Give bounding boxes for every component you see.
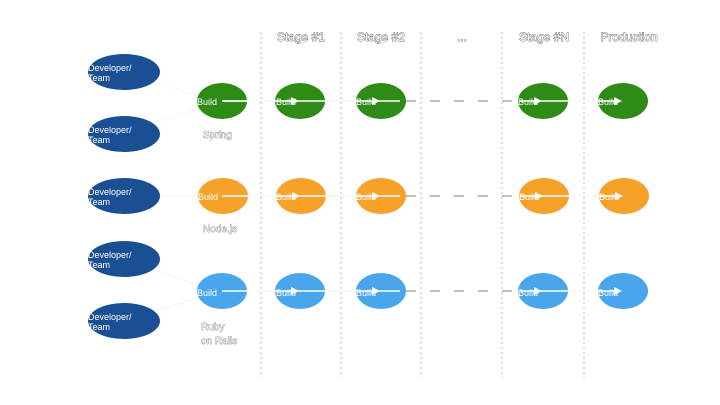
developer-label: Team — [88, 135, 110, 145]
build-label: Build — [356, 97, 376, 107]
build-label: Build — [518, 97, 538, 107]
build-label: Build — [197, 288, 217, 298]
gap-dashes — [406, 100, 520, 292]
build-label: Build — [598, 97, 618, 107]
developer-node — [88, 116, 160, 152]
build-label: Build — [356, 288, 376, 298]
developer-label: Team — [88, 322, 110, 332]
developer-node — [88, 241, 160, 277]
build-label: Build — [197, 97, 217, 107]
stage-header-ellipsis: ... — [457, 30, 467, 44]
tech-label-ruby: Ruby — [201, 322, 224, 333]
tech-label-nodejs: Node.js — [203, 224, 237, 235]
developer-node — [88, 54, 160, 90]
build-label: Build — [519, 192, 539, 202]
build-label: Build — [198, 192, 218, 202]
developer-label: Developer/ — [88, 187, 132, 197]
build-label: Build — [518, 288, 538, 298]
build-node — [598, 83, 648, 119]
developer-node — [88, 178, 160, 214]
tech-label-ruby: on Rails — [201, 336, 237, 347]
developer-label: Developer/ — [88, 63, 132, 73]
build-label: Build — [356, 192, 376, 202]
developer-label: Developer/ — [88, 312, 132, 322]
stage-headers: Stage #1 Stage #2 ... Stage #N Productio… — [277, 30, 658, 45]
tech-label-spring: Spring — [203, 130, 232, 141]
build-label: Build — [276, 97, 296, 107]
pipeline-row-spring: Developer/ Team Developer/ Team Build Bu… — [88, 54, 648, 152]
stage-header-n: Stage #N — [519, 30, 569, 44]
developer-label: Team — [88, 197, 110, 207]
build-label: Build — [276, 192, 296, 202]
stage-header-production: Production — [600, 30, 657, 44]
row-arrows — [222, 100, 620, 292]
developer-label: Team — [88, 260, 110, 270]
build-label: Build — [599, 192, 619, 202]
developer-label: Developer/ — [88, 250, 132, 260]
pipeline-row-nodejs: Developer/ Team Build Build Build Build … — [88, 178, 649, 235]
stage-header-1: Stage #1 — [277, 30, 325, 44]
developer-label: Developer/ — [88, 125, 132, 135]
build-label: Build — [598, 288, 618, 298]
build-label: Build — [276, 288, 296, 298]
build-node — [599, 178, 649, 214]
build-node — [598, 273, 648, 309]
developer-label: Team — [88, 73, 110, 83]
developer-node — [88, 303, 160, 339]
stage-header-2: Stage #2 — [357, 30, 405, 44]
pipeline-row-ruby: Developer/ Team Developer/ Team Build Bu… — [88, 241, 648, 347]
